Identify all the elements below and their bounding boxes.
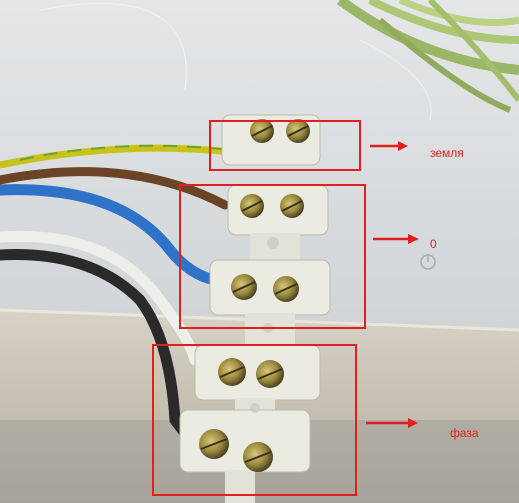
annotation-phase-label: фаза: [450, 426, 479, 440]
wire-blue: [0, 184, 221, 286]
highlight-box-phase: [152, 344, 357, 496]
wire-brown: [0, 167, 230, 210]
highlight-box-ground: [209, 120, 361, 171]
surface-arc-2: [359, 39, 432, 121]
arrow-neutral: [373, 234, 419, 244]
wire-white: [0, 230, 201, 366]
wire-black: [0, 249, 196, 446]
arrow-ground: [370, 141, 408, 151]
plant-leaves: [337, 0, 519, 113]
annotation-neutral-label: 0: [430, 237, 437, 251]
surface-arc: [39, 3, 187, 91]
annotation-ground-label: земля: [430, 146, 464, 160]
highlight-box-neutral: [179, 184, 366, 329]
arrow-phase: [366, 418, 418, 428]
wire-yellow-green: [0, 144, 234, 169]
terminal-screws: [199, 119, 310, 472]
